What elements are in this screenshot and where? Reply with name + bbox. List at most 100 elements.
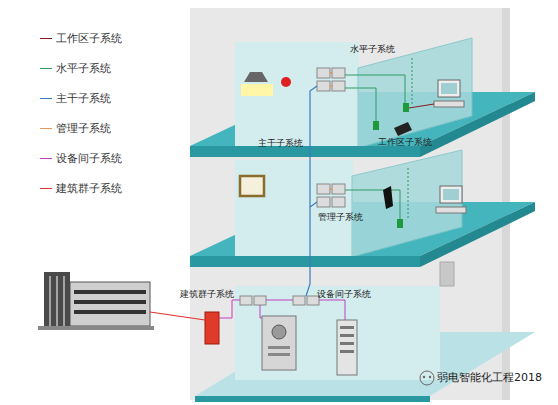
patch-panel (293, 296, 305, 305)
legend-row: 主干子系统 (40, 90, 111, 106)
lamp-light (241, 84, 273, 96)
server-rack (337, 320, 357, 375)
patch-panel (332, 81, 345, 91)
cabinet-slot (268, 353, 290, 356)
back-wall (235, 286, 440, 380)
tower-stripe (57, 276, 58, 326)
tower-stripe (50, 276, 51, 326)
computer-screen (443, 189, 459, 200)
computer-monitor (438, 80, 460, 97)
subsystem-label: 建筑群子系统 (180, 289, 234, 300)
patch-cord (330, 72, 332, 74)
horizontal-cable (345, 88, 376, 122)
back-wall (235, 160, 353, 256)
legend-row: 设备间子系统 (40, 150, 122, 166)
ceiling-lamp (244, 72, 268, 82)
subsystem-label: 水平子系统 (350, 44, 395, 55)
legend-row: 工作区子系统 (40, 30, 122, 46)
building-window (74, 310, 146, 314)
patch-panel (317, 184, 330, 194)
equipment-cabinet (262, 316, 296, 370)
building-window (74, 300, 146, 304)
subsystem-label: 设备间子系统 (317, 289, 371, 300)
patch-panel (254, 296, 266, 305)
patch-panel (317, 197, 330, 207)
legend-swatch (40, 68, 52, 69)
equipment-cable (266, 300, 293, 301)
wechat-icon (420, 371, 434, 385)
subsystem-label: 主干子系统 (258, 138, 303, 149)
legend-row: 建筑群子系统 (40, 180, 122, 196)
rack-unit (340, 350, 354, 353)
wall-outlet (373, 121, 379, 130)
slab-side (420, 92, 535, 157)
horizontal-cable (412, 58, 413, 104)
wechat-icon-eye (429, 376, 431, 378)
cabinet-fan (272, 325, 286, 339)
wall-outlet (397, 219, 403, 228)
legend-text: 建筑群子系统 (56, 181, 122, 196)
telephone (383, 186, 393, 209)
campus-building (70, 282, 150, 326)
wall-outlet (403, 103, 409, 112)
horizontal-cable (408, 168, 409, 220)
legend-swatch (40, 128, 52, 129)
horizontal-cable (345, 75, 405, 104)
back-wall (235, 42, 359, 146)
work-area-cord (409, 104, 434, 108)
entrance-protector (205, 312, 219, 344)
tower-stripe (64, 276, 65, 326)
slab-front (190, 256, 420, 267)
building-icon (440, 262, 454, 286)
patch-panel (332, 184, 345, 194)
legend-text: 水平子系统 (56, 61, 111, 76)
patch-panel (317, 81, 330, 91)
slab-front (190, 146, 420, 157)
patch-panel (240, 296, 252, 305)
legend-swatch (40, 188, 52, 189)
partition-wall (352, 150, 462, 257)
rack-unit (340, 326, 354, 329)
patch-cord (330, 188, 332, 190)
subsystem-label: 管理子系统 (318, 212, 363, 223)
patch-panel (332, 197, 345, 207)
computer-monitor (440, 186, 462, 203)
patch-cord (330, 85, 332, 87)
rack-unit (340, 334, 354, 337)
picture-frame (240, 176, 264, 196)
watermark: 弱电智能化工程2018 (437, 371, 542, 384)
legend-swatch (40, 38, 52, 39)
legend-text: 设备间子系统 (56, 151, 122, 166)
slab-front (195, 396, 430, 402)
detector (281, 77, 291, 87)
slab-side (420, 202, 535, 267)
backbone-cable (310, 86, 317, 207)
campus-tower (44, 272, 70, 328)
legend-row: 水平子系统 (40, 60, 111, 76)
legend-swatch (40, 158, 52, 159)
cabinet-slot (268, 346, 290, 349)
legend-text: 工作区子系统 (56, 31, 122, 46)
equipment-cable (319, 300, 345, 320)
legend-row: 管理子系统 (40, 120, 111, 136)
computer-base (436, 207, 466, 213)
backbone-cable (306, 202, 317, 296)
equipment-cable (219, 300, 240, 318)
patch-panel (332, 68, 345, 78)
building-window (74, 290, 146, 294)
patch-panel (317, 68, 330, 78)
legend-text: 主干子系统 (56, 91, 111, 106)
legend-text: 管理子系统 (56, 121, 111, 136)
building-base (38, 326, 154, 330)
rack-unit (340, 342, 354, 345)
telephone (394, 122, 412, 136)
legend-swatch (40, 98, 52, 99)
computer-screen (441, 83, 457, 94)
wechat-icon-eye (423, 376, 425, 378)
subsystem-label: 工作区子系统 (378, 137, 432, 148)
campus-cable (150, 312, 205, 320)
computer-base (434, 101, 464, 107)
